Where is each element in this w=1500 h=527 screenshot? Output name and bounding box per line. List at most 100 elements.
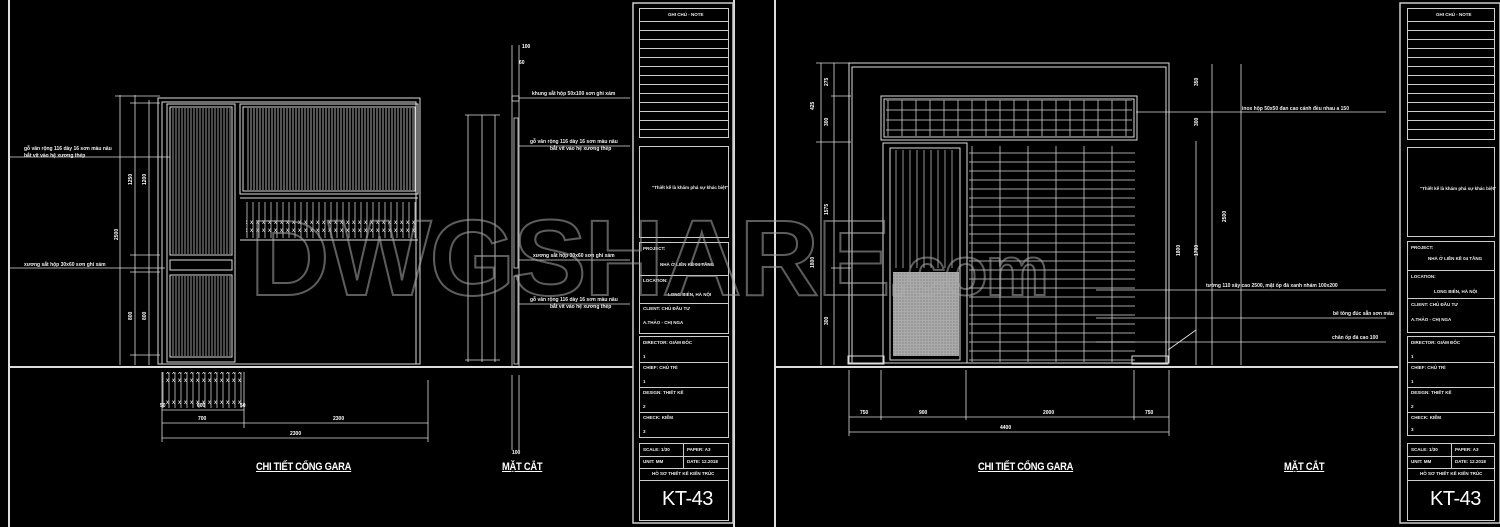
- annotation-screw-fix-3: bắt vít vào hệ xương thép: [550, 304, 612, 310]
- check-label: CHECK: KIỂM: [1411, 415, 1441, 420]
- chief-value: 1: [1411, 379, 1414, 384]
- watermark: DWGSHARE.com: [249, 195, 1050, 320]
- drawing-sheet-right: inox hộp 50x50 đan cao cánh đều nhau a 1…: [774, 0, 1500, 527]
- sheet-info-box: SCALE: 1/30 PAPER: A3 UNIT: MM DATE: 12.…: [639, 443, 729, 521]
- unit-text: UNIT: MM: [1411, 459, 1432, 464]
- dim-left-275: 275: [824, 77, 830, 86]
- dim-bottom-2300: 2300: [333, 416, 345, 422]
- client-value: A.THẢO - CHỊ NGA: [1411, 317, 1452, 322]
- scale-text: SCALE: 1/30: [643, 447, 670, 452]
- annotation-box-frame: khung sắt hộp 50x100 sơn ghi xám: [532, 91, 616, 97]
- director-label: DIRECTOR: GIÁM ĐỐC: [643, 340, 693, 345]
- paper-text: PAPER: A3: [1455, 447, 1479, 452]
- dim-bottom-2000: 2000: [1043, 410, 1055, 416]
- drawing-sheet-left: x x: [8, 0, 735, 527]
- section-title: MẶT CẮT: [1284, 461, 1325, 473]
- design-value: 2: [1411, 404, 1414, 409]
- check-label: CHECK: KIỂM: [643, 415, 673, 420]
- file-text: HỒ SƠ THIẾT KẾ KIẾN TRÚC: [652, 471, 715, 476]
- dim-left-300: 300: [824, 117, 830, 126]
- project-value: NHÀ Ở LIỀN KỀ 04 TẦNG: [1428, 256, 1483, 261]
- annotation-screw-fix: bắt vít vào hệ xương thép: [24, 153, 86, 159]
- director-value: 1: [1411, 354, 1414, 359]
- notes-box: GHI CHÚ - NOTE: [1407, 8, 1495, 140]
- client-value: A.THẢO - CHỊ NGA: [643, 320, 684, 325]
- dim-left-1250: 1250: [128, 173, 134, 185]
- dim-bottom-total: 4400: [1000, 425, 1012, 431]
- watermark-suffix: .com: [887, 231, 1050, 311]
- staff-box: DIRECTOR: GIÁM ĐỐC 1 CHIEF: CHỦ TRÌ 1 DE…: [639, 336, 729, 438]
- quote-box: "Thiết kế là khám phá sự khác biệt": [1407, 147, 1497, 237]
- annotation-wood-slat-2: gỗ vân rộng 116 dày 16 sơn màu nâu: [530, 139, 618, 145]
- design-label: DESIGN: THIẾT KẾ: [643, 390, 684, 395]
- staff-box: DIRECTOR: GIÁM ĐỐC 1 CHIEF: CHỦ TRÌ 1 DE…: [1407, 336, 1495, 436]
- location-label: LOCATION:: [1411, 274, 1436, 279]
- design-label: DESIGN: THIẾT KẾ: [1411, 390, 1452, 395]
- dim-left-total: 2500: [114, 228, 120, 240]
- dim-right-1700: 1700: [1194, 244, 1200, 256]
- dim-bottom-total: 2300: [290, 431, 302, 437]
- project-label: PROJECT:: [1411, 245, 1434, 250]
- client-label: CLIENT: CHỦ ĐẦU TƯ: [1411, 302, 1458, 307]
- watermark-main: DWGSHARE: [249, 196, 892, 319]
- annotation-inox-box: inox hộp 50x50 đan cao cánh đều nhau a 1…: [1242, 106, 1349, 112]
- dim-right-300: 300: [1194, 117, 1200, 126]
- annotation-stone-base: chân ốp đá cao 100: [1332, 335, 1379, 341]
- check-value: 3: [1411, 427, 1414, 432]
- gate-wall-elevation-drawing: [776, 2, 1500, 524]
- dim-bottom-750b: 750: [1145, 410, 1154, 416]
- annotation-screw-fix-2: bắt vít vào hệ xương thép: [550, 146, 612, 152]
- project-value: NHÀ Ở LIỀN KỀ 04 TẦNG: [660, 262, 715, 267]
- project-label: PROJECT:: [643, 246, 666, 251]
- sheet-number: KT-43: [1430, 488, 1481, 510]
- date-text: DATE: 12.2018: [1455, 459, 1486, 464]
- dim-bottom-900: 900: [919, 410, 928, 416]
- sheet-number: KT-43: [662, 488, 713, 510]
- notes-header: GHI CHÚ - NOTE: [1436, 12, 1472, 17]
- dim-bottom-50a: 50: [160, 403, 166, 409]
- director-value: 1: [643, 354, 646, 359]
- dim-section-60: 60: [519, 60, 525, 66]
- project-box: PROJECT: NHÀ Ở LIỀN KỀ 04 TẦNG LOCATION:…: [639, 242, 729, 334]
- elevation-title: CHI TIẾT CỔNG GARA: [978, 461, 1074, 473]
- dim-right-2500: 2500: [1222, 210, 1228, 222]
- check-value: 3: [643, 429, 646, 434]
- sheet-info-box: SCALE: 1/30 PAPER: A3 UNIT: MM DATE: 12.…: [1407, 443, 1495, 521]
- dim-left-800a: 800: [128, 311, 134, 320]
- dim-section-100: 100: [522, 44, 531, 50]
- location-label: LOCATION:: [643, 278, 668, 283]
- section-title: MẶT CẮT: [502, 461, 543, 473]
- dim-section-bottom: 100: [512, 450, 521, 456]
- client-label: CLIENT: CHỦ ĐẦU TƯ: [643, 306, 690, 311]
- annotation-precast-concrete: bê tông đúc sẵn sơn màu: [1333, 311, 1394, 317]
- design-value: 2: [643, 404, 646, 409]
- director-label: DIRECTOR: GIÁM ĐỐC: [1411, 340, 1461, 345]
- dim-right-350: 350: [1194, 77, 1200, 86]
- annotation-wood-slat-3: gỗ vân rộng 116 dày 16 sơn màu nâu: [530, 297, 618, 303]
- location-value: LONG BIÊN, HÀ NỘI: [1434, 289, 1478, 294]
- dim-left-800b: 800: [142, 311, 148, 320]
- annotation-wood-slat: gỗ vân rộng 116 dày 16 sơn màu nâu: [24, 146, 112, 152]
- dim-left-425: 425: [810, 101, 816, 110]
- notes-header: GHI CHÚ - NOTE: [668, 12, 704, 17]
- quote-box: "Thiết kế là khám phá sự khác biệt": [639, 146, 729, 238]
- annotation-wall-110: tường 110 xây cao 2500, mặt ốp đá xanh n…: [1206, 283, 1338, 289]
- project-box: PROJECT: NHÀ Ở LIỀN KỀ 04 TẦNG LOCATION:…: [1407, 241, 1495, 333]
- chief-label: CHIEF: CHỦ TRÌ: [643, 365, 678, 370]
- dim-left-1200: 1200: [142, 173, 148, 185]
- date-text: DATE: 12.2018: [687, 459, 718, 464]
- annotation-steel-frame: xương sắt hộp 30x60 sơn ghi xám: [24, 262, 106, 268]
- unit-text: UNIT: MM: [643, 459, 664, 464]
- scale-text: SCALE: 1/30: [1411, 447, 1438, 452]
- notes-box: GHI CHÚ - NOTE: [639, 8, 729, 138]
- chief-value: 1: [643, 379, 646, 384]
- gate-elevation-drawing: x x: [10, 2, 734, 524]
- dim-bottom-750a: 750: [860, 410, 869, 416]
- quote-text: "Thiết kế là khám phá sự khác biệt": [652, 185, 729, 190]
- file-text: HỒ SƠ THIẾT KẾ KIẾN TRÚC: [1420, 471, 1483, 476]
- annotation-steel-frame-2: xương sắt hộp 30x60 sơn ghi xám: [533, 253, 615, 259]
- chief-label: CHIEF: CHỦ TRÌ: [1411, 365, 1446, 370]
- location-value: LONG BIÊN, HÀ NỘI: [668, 292, 712, 297]
- quote-text: "Thiết kế là khám phá sự khác biệt": [1420, 186, 1497, 191]
- elevation-title: CHI TIẾT CỔNG GARA: [256, 461, 352, 473]
